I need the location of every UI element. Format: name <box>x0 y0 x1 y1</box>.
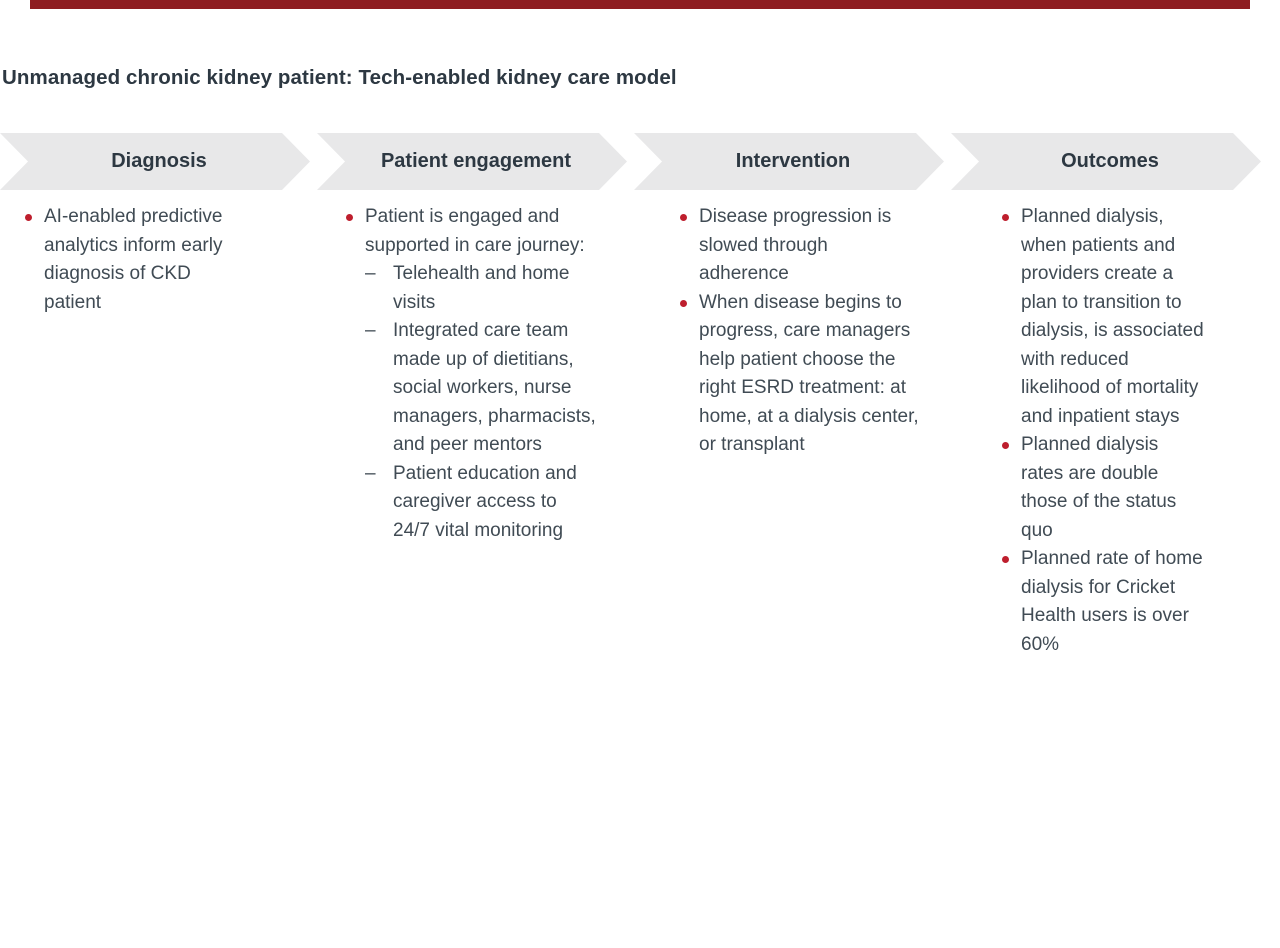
sub-bullet-item: –Integrated care team made up of dietiti… <box>346 317 646 460</box>
item-text: When disease begins to progress, care ma… <box>699 291 919 456</box>
dash-icon: – <box>365 462 376 484</box>
bullet-dot-icon <box>346 203 365 221</box>
process-chevron-band: Diagnosis Patient engagement Interventio… <box>0 133 1280 190</box>
bullet-item: Disease progression is slowed through ad… <box>680 203 980 289</box>
column-outcomes: Planned dialysis, when patients and prov… <box>1002 203 1264 659</box>
stage-label-intervention: Intervention <box>735 150 851 172</box>
bullet-item: Planned dialysis, when patients and prov… <box>1002 203 1264 431</box>
item-text: Planned dialysis rates are double those … <box>1021 434 1177 541</box>
item-text: Patient education and caregiver access t… <box>393 462 577 541</box>
sub-bullet-item: –Patient education and caregiver access … <box>346 460 646 546</box>
column-intervention: Disease progression is slowed through ad… <box>680 203 980 460</box>
bullet-dot-icon <box>1002 203 1021 221</box>
dash-icon: – <box>365 320 376 341</box>
item-text: Planned rate of home dialysis for Cricke… <box>1021 548 1203 655</box>
bullet-item: Planned rate of home dialysis for Cricke… <box>1002 545 1264 659</box>
stage-chevron-patient-engagement: Patient engagement <box>317 133 627 190</box>
stage-label-outcomes: Outcomes <box>1061 150 1159 172</box>
column-patient-engagement: Patient is engaged and supported in care… <box>346 203 646 545</box>
bullet-dot-icon <box>680 289 699 307</box>
item-text: Patient is engaged and supported in care… <box>365 206 585 256</box>
stage-label-patient-engagement: Patient engagement <box>380 150 572 172</box>
stage-chevron-diagnosis: Diagnosis <box>0 133 310 190</box>
bullet-item: Planned dialysis rates are double those … <box>1002 431 1264 545</box>
stage-label-diagnosis: Diagnosis <box>111 150 207 172</box>
bullet-dot-icon <box>25 203 44 221</box>
item-text: Telehealth and home visits <box>393 263 570 313</box>
bullet-item: Patient is engaged and supported in care… <box>346 203 646 260</box>
item-text: AI-enabled predictive analytics inform e… <box>44 206 223 313</box>
accent-bar <box>30 0 1250 9</box>
bullet-item: When disease begins to progress, care ma… <box>680 289 980 460</box>
bullet-item: AI-enabled predictive analytics inform e… <box>25 203 307 317</box>
bullet-dot-icon <box>680 203 699 221</box>
column-diagnosis: AI-enabled predictive analytics inform e… <box>25 203 307 317</box>
page-title: Unmanaged chronic kidney patient: Tech-e… <box>2 66 677 89</box>
dash-icon: – <box>365 263 376 284</box>
bullet-dot-icon <box>1002 545 1021 563</box>
item-text: Disease progression is slowed through ad… <box>699 206 892 284</box>
sub-bullet-item: –Telehealth and home visits <box>346 260 646 317</box>
bullet-dot-icon <box>1002 431 1021 449</box>
stage-chevron-intervention: Intervention <box>634 133 944 190</box>
item-text: Integrated care team made up of dietitia… <box>393 320 596 455</box>
stage-chevron-outcomes: Outcomes <box>951 133 1261 190</box>
item-text: Planned dialysis, when patients and prov… <box>1021 206 1204 427</box>
